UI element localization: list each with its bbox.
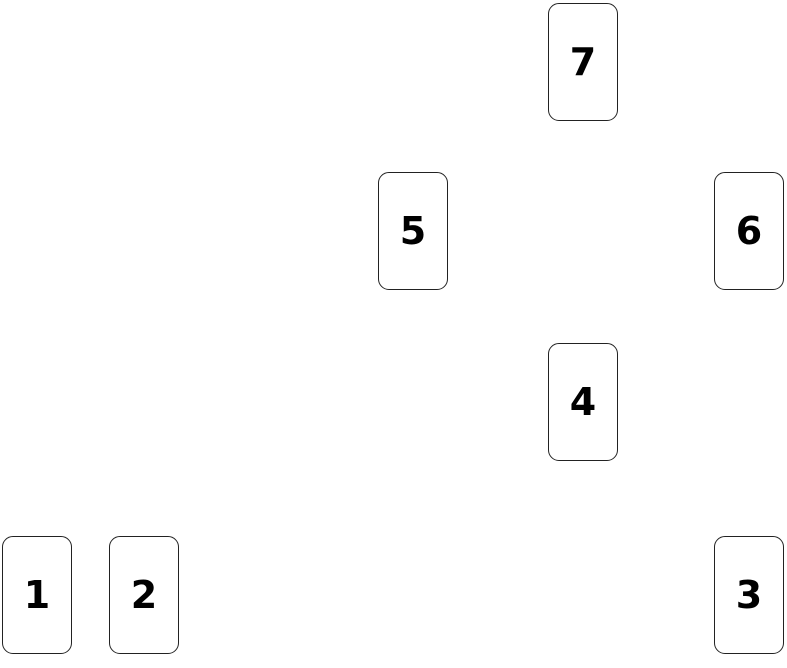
card-7[interactable]: 7 bbox=[548, 3, 618, 121]
card-label: 5 bbox=[399, 209, 427, 253]
card-3[interactable]: 3 bbox=[714, 536, 784, 654]
card-label: 7 bbox=[569, 40, 597, 84]
card-2[interactable]: 2 bbox=[109, 536, 179, 654]
card-1[interactable]: 1 bbox=[2, 536, 72, 654]
card-label: 3 bbox=[735, 573, 763, 617]
card-5[interactable]: 5 bbox=[378, 172, 448, 290]
card-4[interactable]: 4 bbox=[548, 343, 618, 461]
card-label: 6 bbox=[735, 209, 763, 253]
card-label: 1 bbox=[23, 573, 51, 617]
card-label: 2 bbox=[130, 573, 158, 617]
card-label: 4 bbox=[569, 380, 597, 424]
card-6[interactable]: 6 bbox=[714, 172, 784, 290]
